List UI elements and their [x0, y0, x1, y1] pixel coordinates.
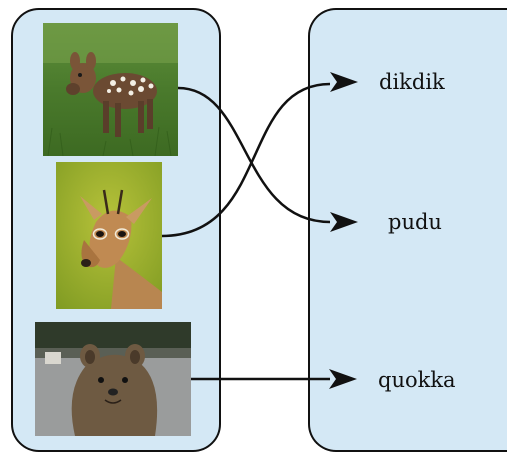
label-quokka: quokka [378, 368, 456, 392]
label-pudu: pudu [388, 210, 442, 234]
quokka-photo [35, 322, 191, 436]
label-dikdik: dikdik [379, 70, 445, 94]
pudu-photo [43, 23, 178, 156]
dikdik-photo [56, 162, 162, 309]
